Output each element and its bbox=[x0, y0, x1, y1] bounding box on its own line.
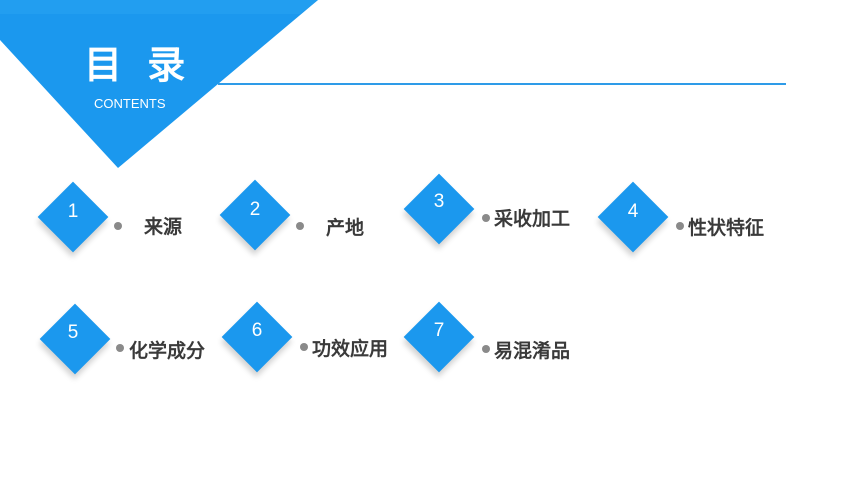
item-number: 4 bbox=[627, 201, 639, 222]
item-label: 来源 bbox=[144, 216, 183, 238]
bullet-dot bbox=[676, 222, 684, 230]
item-label: 化学成分 bbox=[129, 340, 206, 362]
item-number: 5 bbox=[67, 322, 79, 343]
item-number: 7 bbox=[433, 320, 445, 341]
header-banner bbox=[0, 0, 318, 168]
item-label: 功效应用 bbox=[312, 338, 389, 360]
item-number: 1 bbox=[67, 201, 79, 222]
header-divider bbox=[218, 83, 786, 85]
item-label: 易混淆品 bbox=[494, 340, 571, 362]
page-title: 目 录 bbox=[84, 43, 192, 87]
page-subtitle: CONTENTS bbox=[94, 96, 166, 111]
bullet-dot bbox=[482, 345, 490, 353]
item-label: 采收加工 bbox=[494, 208, 571, 230]
bullet-dot bbox=[116, 344, 124, 352]
item-label: 性状特征 bbox=[688, 217, 765, 239]
item-number: 3 bbox=[433, 191, 445, 212]
bullet-dot bbox=[300, 343, 308, 351]
item-number: 2 bbox=[249, 199, 261, 220]
item-label: 产地 bbox=[326, 217, 365, 239]
bullet-dot bbox=[482, 214, 490, 222]
bullet-dot bbox=[114, 222, 122, 230]
item-number: 6 bbox=[251, 320, 263, 341]
bullet-dot bbox=[296, 222, 304, 230]
